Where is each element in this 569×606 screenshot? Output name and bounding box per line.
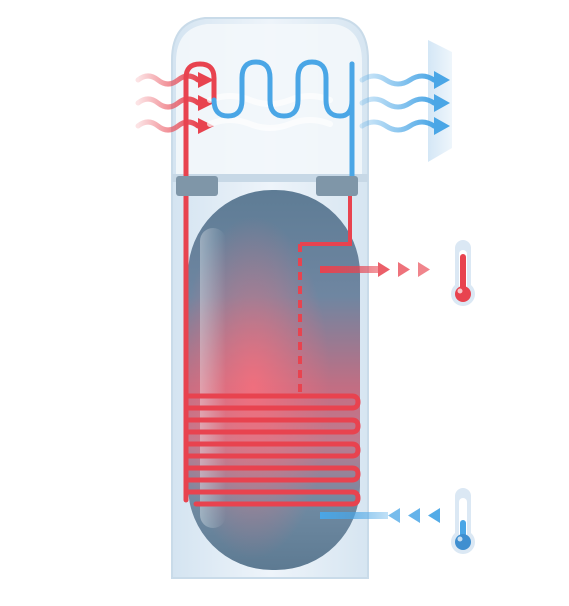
- compressor-connectors: [176, 176, 358, 196]
- air-out-arrowheads: [434, 71, 450, 135]
- hot-water-outlet: [320, 262, 430, 277]
- condenser-coil: [183, 389, 361, 507]
- wavy-arrows-out-icon: [359, 73, 437, 133]
- air-in-arrowheads: [198, 72, 214, 134]
- evaporator-coil: [183, 59, 355, 183]
- thermometer-hot-icon: [451, 240, 475, 306]
- water-storage-tank: [188, 190, 360, 570]
- thermometer-cold-icon: [451, 488, 475, 554]
- cold-water-inlet: [320, 508, 440, 523]
- return-line: [300, 196, 352, 246]
